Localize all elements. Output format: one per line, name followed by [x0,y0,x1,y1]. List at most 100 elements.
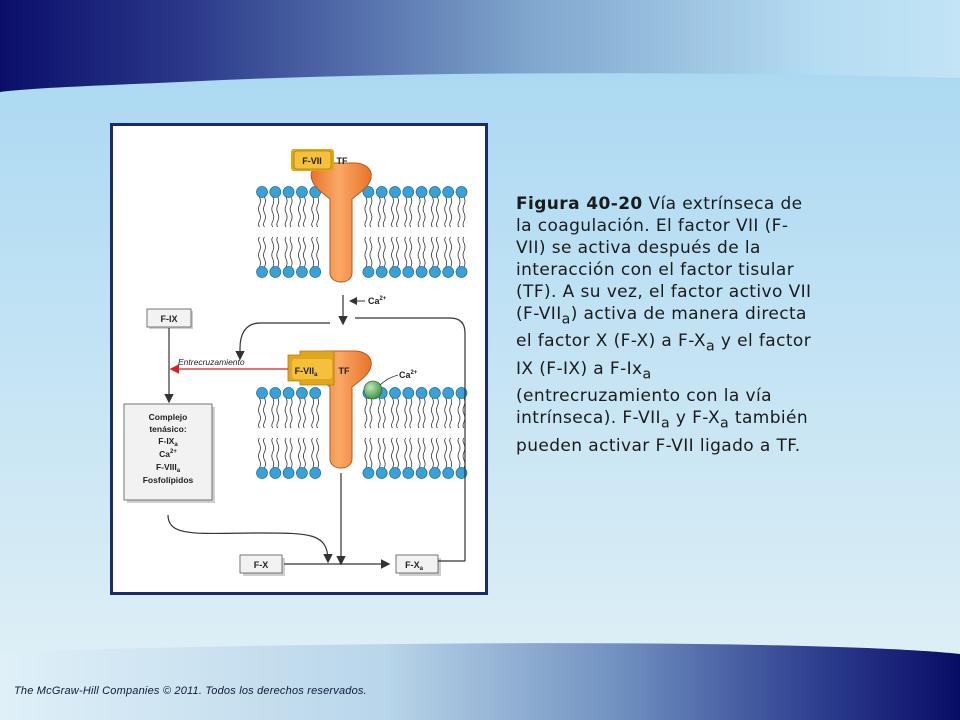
lipid-tail [377,437,381,469]
lipid-tail [444,236,448,268]
lipid-tail [364,196,368,228]
complex-line-5: F-VIIIa [156,462,181,474]
lipid-tail [404,397,408,429]
fx-label: F-X [254,560,269,570]
lipid-tail [271,397,275,429]
lipid-tail [422,196,426,228]
caption-text-3: y el factor IX (F-IX) a F-Ix [516,331,812,379]
lipid-tail [396,437,399,469]
lipid-tail [417,397,421,429]
lipid-tail [364,437,368,469]
lipid-tail [369,196,373,228]
lipid-head [282,387,295,399]
calcium-ion [363,380,383,400]
lipid-tail [382,397,386,429]
lipid-tail [444,397,448,429]
lipid-head [375,186,388,198]
caption-sub-4: a [660,415,671,432]
lipid-tail [263,236,266,268]
lipid-tail [263,437,266,469]
lipid-tail [316,397,320,429]
lipid-tail [271,437,275,469]
lipid-head [429,266,441,278]
lipid-tail [457,397,461,429]
lipid-tail [369,397,373,429]
cell-membrane-bottom [256,387,468,479]
lipid-head [256,467,268,479]
lipid-tail [263,397,266,429]
lipid-tail [444,196,448,228]
lipid-tail [436,196,439,228]
lipid-head [429,186,441,198]
caption-title: Figura 40-20 [516,194,643,214]
lipid-head [402,266,415,278]
lipid-tail [284,196,288,228]
loop-arrow-left [235,322,330,361]
lipid-tail [284,236,288,268]
lipid-tail [284,437,288,469]
lipid-tail [391,236,394,268]
lipid-head [442,266,455,278]
lipid-tail [404,236,408,268]
lipid-tail [258,236,261,268]
fix-box [146,308,193,329]
lipid-tail [449,196,453,228]
lipid-head [415,387,428,399]
lipid-head [309,266,322,278]
lipid-tail [462,196,466,228]
lipid-tail [431,397,434,429]
lipid-tail [258,437,261,469]
lipid-tail [396,196,399,228]
lipid-tail [289,196,293,228]
lipid-tail [462,236,466,268]
lipid-tail [436,437,439,469]
lipid-tail [369,236,373,268]
lipid-tail [303,236,306,268]
lipid-tail [436,236,439,268]
lipid-head [256,266,268,278]
lipid-tail [391,397,394,429]
caption-text-6: también pueden activar F-VII ligado a TF… [516,408,809,456]
lipid-tail [284,397,288,429]
lipid-tail [276,397,280,429]
ca-label-2: Ca2+ [399,370,418,380]
lipid-tail [303,437,306,469]
lipid-tail [271,196,275,228]
lipid-head [256,186,268,198]
complex-line-1: Complejo [149,412,188,422]
lipid-tail [396,397,399,429]
lipid-tail [271,236,275,268]
lipid-tail [409,397,413,429]
lipid-head [296,387,308,399]
lipid-tail [404,437,408,469]
footer-band [0,643,960,720]
lipid-head [402,467,415,479]
lipid-tail [382,236,386,268]
lipid-head [309,387,322,399]
lipid-tail [316,437,320,469]
lipid-head [429,467,441,479]
caption-text-1: Vía extrínseca de la coagulación. El fac… [516,194,812,324]
cell-membrane-top [256,186,468,278]
caption-sub-5: a [720,415,730,432]
lipid-tail [417,236,421,268]
lipid-head [402,186,415,198]
lipid-head [296,467,308,479]
lipid-tail [316,236,320,268]
lipid-head [455,266,468,278]
lipid-tail [289,397,293,429]
lipid-tail [436,397,439,429]
lipid-head [415,186,428,198]
lipid-tail [444,437,448,469]
lipid-head [282,186,295,198]
lipid-tail [377,196,381,228]
lipid-tail [316,196,320,228]
lipid-head [269,266,282,278]
lipid-tail [404,196,408,228]
lipid-tail [457,236,461,268]
lipid-head [375,266,388,278]
lipid-tail [431,437,434,469]
lipid-tail [377,397,381,429]
figure-caption: Figura 40-20 Vía extrínseca de la coagul… [516,193,816,457]
fvii-box-top [291,149,334,171]
